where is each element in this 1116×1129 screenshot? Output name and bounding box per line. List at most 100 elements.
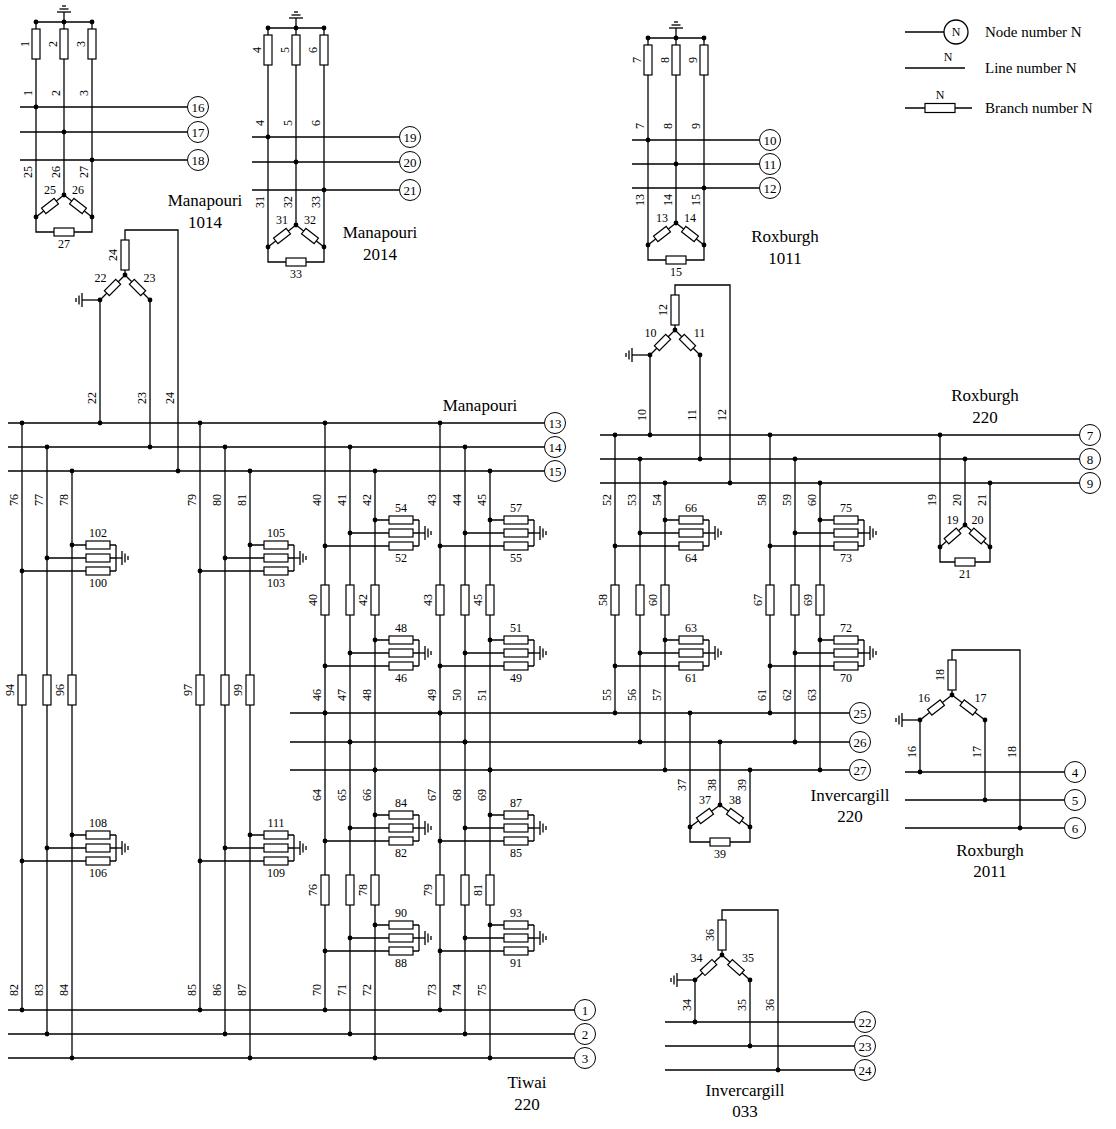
callout-number: 8 xyxy=(658,57,672,63)
bus-node-circle: 12 xyxy=(759,177,781,199)
resistor-symbol xyxy=(960,700,977,715)
junction-dot xyxy=(34,215,39,220)
station-label: Roxburgh xyxy=(751,228,819,245)
node-number: 10 xyxy=(764,134,777,147)
number-label: 85 xyxy=(510,847,522,859)
station-name: Invercargill xyxy=(811,786,890,805)
wire xyxy=(534,532,540,533)
ground-symbol xyxy=(127,846,128,850)
number-label: 23 xyxy=(136,392,148,404)
ground-symbol xyxy=(545,531,546,535)
number-label: 60 xyxy=(806,494,818,506)
junction-dot xyxy=(323,839,328,844)
callout-number: 6 xyxy=(306,47,320,53)
resistor-symbol xyxy=(679,529,703,537)
number-label: 32 xyxy=(304,214,316,226)
number-label: 31 xyxy=(254,196,266,208)
resistor-symbol xyxy=(679,542,703,550)
station-name: 2011 xyxy=(973,862,1006,881)
callout-number: 51 xyxy=(510,621,522,635)
ground-symbol xyxy=(869,646,870,660)
ground-symbol xyxy=(121,841,122,855)
junction-dot xyxy=(748,825,753,830)
callout-number: 82 xyxy=(7,984,21,996)
node-number: 16 xyxy=(192,101,205,114)
resistor-symbol xyxy=(320,35,328,65)
ground-symbol xyxy=(427,824,428,833)
wire xyxy=(694,980,695,1022)
callout-number: 17 xyxy=(975,691,987,705)
resistor-symbol xyxy=(389,636,413,644)
junction-dot xyxy=(90,158,95,163)
number-label: 46 xyxy=(395,672,407,684)
wire xyxy=(439,713,440,1010)
resistor-symbol xyxy=(679,662,703,670)
callout-number: 64 xyxy=(310,789,324,801)
number-label: 2 xyxy=(47,41,59,47)
number-label: 17 xyxy=(975,692,987,704)
ground-symbol xyxy=(305,846,306,850)
resistor-symbol xyxy=(389,542,413,550)
number-label: N xyxy=(936,89,945,101)
number-label: 64 xyxy=(311,789,323,801)
callout-number: 16 xyxy=(905,746,919,758)
bus-node-circle: 11 xyxy=(759,153,781,175)
junction-dot xyxy=(266,135,271,140)
ground-symbol xyxy=(292,14,301,15)
callout-number: 12 xyxy=(656,304,670,316)
wire xyxy=(675,285,730,483)
callout-number: 27 xyxy=(58,237,70,251)
junction-dot xyxy=(438,839,443,844)
junction-dot xyxy=(148,298,153,303)
junction-dot xyxy=(463,740,468,745)
junction-dot xyxy=(348,531,353,536)
number-label: 52 xyxy=(395,552,407,564)
node-number: 26 xyxy=(854,736,867,749)
callout-number: 108 xyxy=(89,816,107,830)
resistor-symbol xyxy=(834,516,858,524)
junction-dot xyxy=(223,556,228,561)
wire xyxy=(294,557,300,558)
station-name: 220 xyxy=(514,1095,540,1114)
junction-dot xyxy=(323,711,328,716)
junction-dot xyxy=(70,833,75,838)
number-label: 32 xyxy=(282,196,294,208)
node-number: 15 xyxy=(549,465,562,478)
number-label: 5 xyxy=(282,120,294,126)
callout-number: 18 xyxy=(933,669,947,681)
bus-node-circle: 25 xyxy=(849,702,871,724)
callout-number: 63 xyxy=(685,621,697,635)
junction-dot xyxy=(438,664,443,669)
ground-symbol xyxy=(539,931,540,945)
junction-dot xyxy=(768,544,773,549)
resistor-symbol xyxy=(679,649,703,657)
number-label: 50 xyxy=(451,689,463,701)
number-label: 58 xyxy=(756,494,768,506)
wire xyxy=(769,435,770,713)
number-label: 111 xyxy=(267,817,284,829)
junction-dot xyxy=(266,245,271,250)
junction-dot xyxy=(438,711,443,716)
junction-dot xyxy=(488,923,493,928)
callout-number: 57 xyxy=(510,501,522,515)
number-label: 10 xyxy=(645,327,657,339)
ground-symbol xyxy=(424,931,425,945)
number-label: 97 xyxy=(182,684,194,696)
junction-dot xyxy=(768,664,773,669)
wire xyxy=(489,471,490,770)
junction-dot xyxy=(323,711,328,716)
number-label: 78 xyxy=(357,884,369,896)
junction-dot xyxy=(348,740,353,745)
junction-dot xyxy=(348,936,353,941)
number-label: 11 xyxy=(694,327,706,339)
station-label: Manapouri xyxy=(343,224,418,241)
ground-symbol xyxy=(717,529,718,538)
wire xyxy=(749,770,750,827)
callout-number: 70 xyxy=(310,984,324,996)
callout-number: 16 xyxy=(918,691,930,705)
callout-number: 52 xyxy=(395,551,407,565)
station-name: Manapouri xyxy=(343,223,418,242)
number-label: 3 xyxy=(75,41,87,47)
resistor-symbol xyxy=(679,516,703,524)
resistor-symbol xyxy=(221,675,229,705)
